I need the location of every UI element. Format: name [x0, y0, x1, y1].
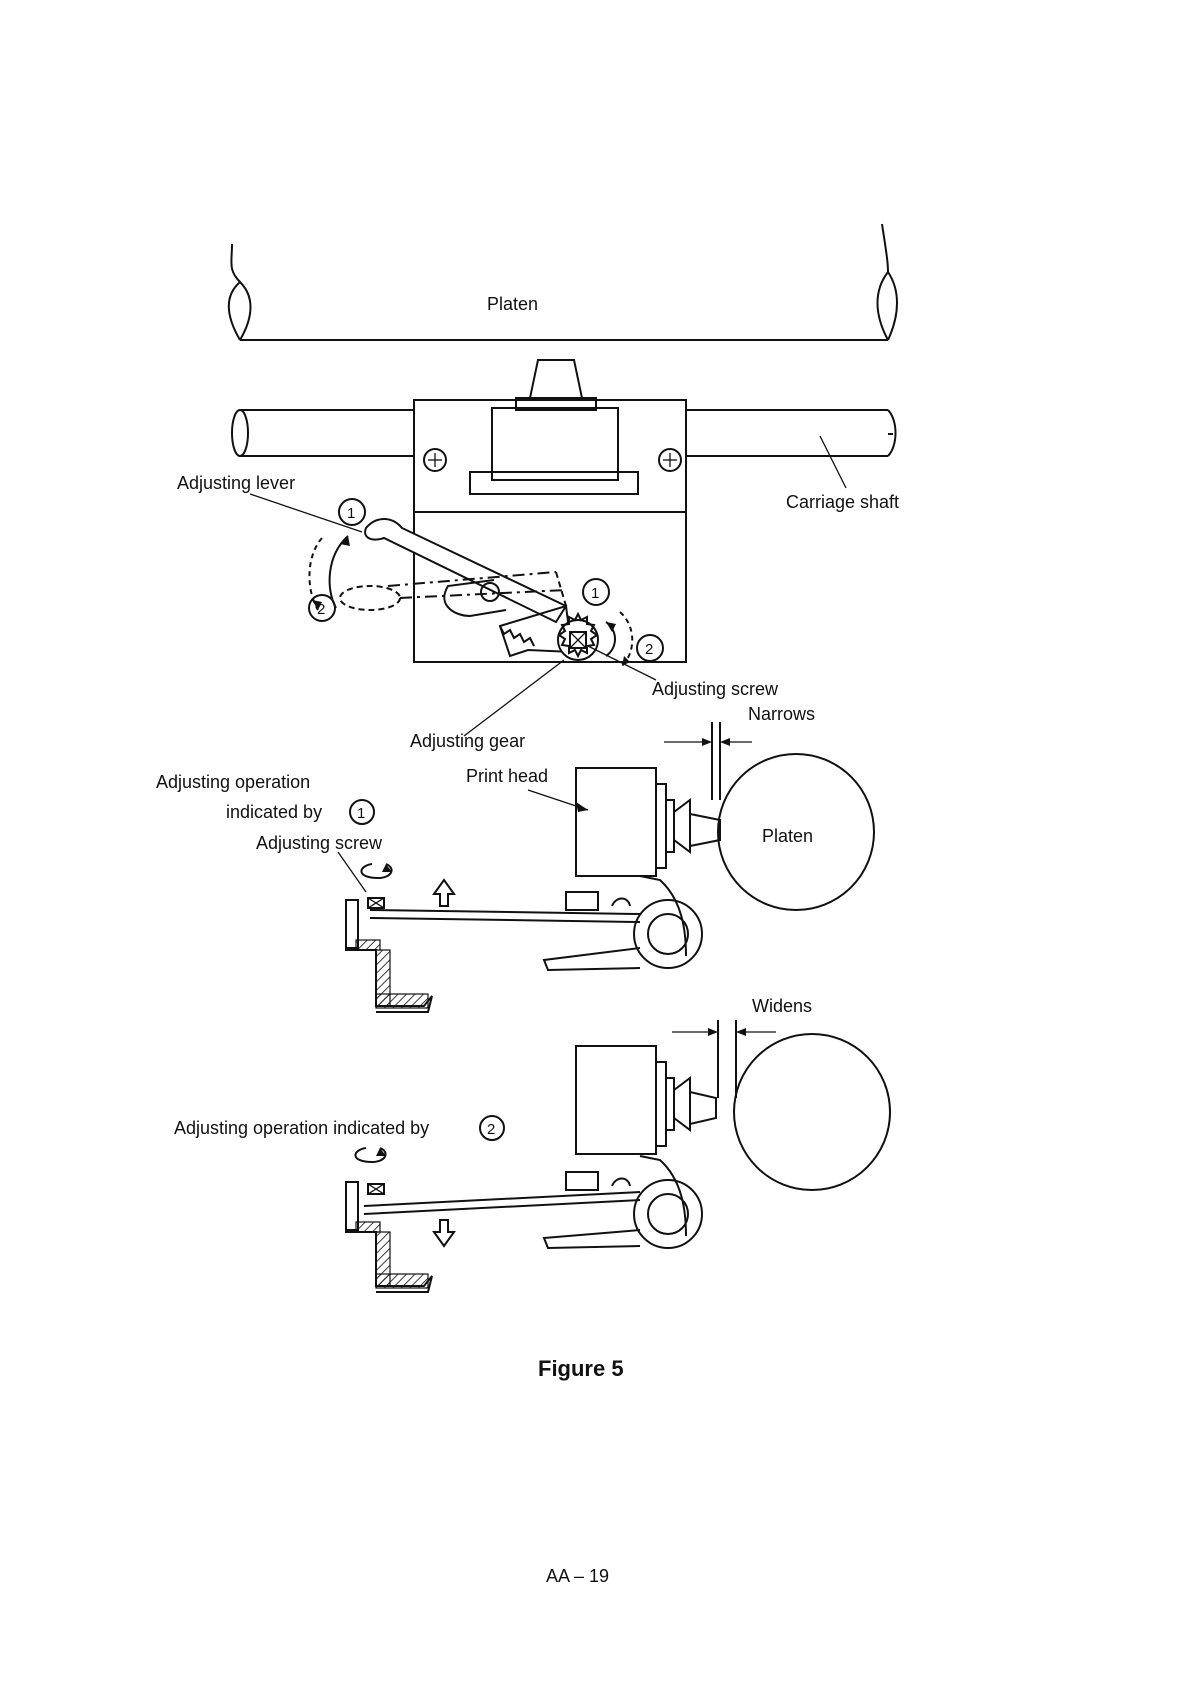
print-head-assembly-2 [364, 1046, 716, 1248]
svg-text:1: 1 [357, 805, 365, 822]
adjusting-gear-label: Adjusting gear [410, 731, 525, 751]
marker-1-operation: 1 [350, 800, 374, 824]
print-head-assembly-1 [370, 768, 720, 970]
adjusting-operation-2-label: Adjusting operation indicated by [174, 1118, 429, 1138]
svg-text:1: 1 [591, 585, 599, 602]
platen-circle-bottom [734, 1034, 890, 1190]
rotation-arrow-lever [309, 536, 350, 610]
svg-text:2: 2 [487, 1121, 495, 1138]
adjusting-gear-leader [464, 660, 564, 736]
marker-2-operation: 2 [480, 1116, 504, 1140]
adjusting-lever-label: Adjusting lever [177, 473, 295, 493]
rotation-arrow-screw [606, 612, 632, 666]
adjusting-screw-label-top: Adjusting screw [652, 679, 779, 699]
adjusting-lever-leader [250, 494, 362, 532]
marker-1-lever: 1 [339, 499, 365, 525]
marker-2-lever: 2 [309, 595, 335, 621]
svg-text:2: 2 [317, 601, 325, 618]
page-number: AA – 19 [546, 1566, 609, 1586]
marker-1-gear: 1 [583, 579, 609, 605]
marker-2-gear: 2 [637, 635, 663, 661]
platen-label-top: Platen [487, 294, 538, 314]
down-arrow-icon [434, 1220, 454, 1246]
adjusting-operation-1-line2: indicated by [226, 802, 322, 822]
widens-label: Widens [752, 996, 812, 1016]
bracket-2 [346, 1182, 432, 1292]
adjusting-gear [558, 614, 598, 660]
print-head-label: Print head [466, 766, 548, 786]
adjusting-operation-1-line1: Adjusting operation [156, 772, 310, 792]
carriage-shaft-leader [820, 436, 846, 488]
svg-text:2: 2 [645, 641, 653, 658]
widens-gap-indicator [672, 1020, 776, 1098]
carriage-shaft [232, 410, 896, 456]
adjusting-screw-label-mid: Adjusting screw [256, 833, 383, 853]
svg-text:1: 1 [347, 505, 355, 522]
carriage-shaft-label: Carriage shaft [786, 492, 899, 512]
adjusting-lever [340, 519, 572, 656]
narrows-gap-indicator [664, 722, 752, 800]
platen-roller-top [229, 224, 897, 340]
up-arrow-icon [434, 880, 454, 906]
figure-caption: Figure 5 [538, 1356, 624, 1381]
platen-label-mid: Platen [762, 826, 813, 846]
bracket-1 [346, 898, 432, 1012]
narrows-label: Narrows [748, 704, 815, 724]
